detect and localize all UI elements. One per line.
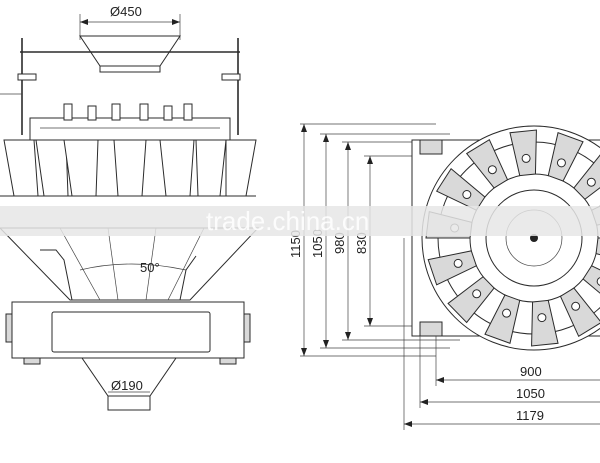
bucket-5: [159, 139, 195, 197]
bucket-4: [113, 139, 147, 197]
arrow-v1-bottom: [301, 348, 307, 356]
feeder-5: [163, 105, 173, 121]
control-panel: [51, 311, 211, 353]
radial-bucket-2: [582, 265, 600, 294]
radial-bucket-5: [484, 294, 521, 344]
bucket-bolt-10: [487, 165, 497, 175]
bucket-bolt-11: [521, 153, 531, 163]
arrow-v3-bottom: [345, 332, 351, 340]
chute-seg-4: [167, 227, 205, 301]
feeder-3: [111, 103, 121, 121]
bucket-bolt-5: [502, 308, 512, 318]
horizontal-dimensions: 900 1050 1179: [403, 238, 600, 430]
radial-bucket-4: [531, 299, 559, 347]
vertical-dimensions: 1150 1050 980 830: [288, 123, 470, 357]
top-diameter-label: Ø450: [110, 4, 142, 19]
bucket-bolt-13: [586, 177, 596, 187]
arrow-h3: [404, 421, 412, 427]
height-3-label: 980: [332, 232, 347, 254]
arrow-v4-top: [367, 156, 373, 164]
arrow-v2-top: [323, 134, 329, 142]
bucket-7: [225, 139, 257, 197]
radial-bucket-13: [573, 154, 600, 200]
bucket-bolt-6: [472, 289, 482, 299]
feeder-6: [183, 103, 193, 121]
bottom-diameter-label: Ø190: [111, 378, 143, 393]
radial-bucket-9: [435, 168, 486, 211]
arrow-v1-top: [301, 124, 307, 132]
width-1-label: 900: [520, 364, 542, 379]
radial-bucket-11: [509, 129, 537, 177]
weigh-buckets: [0, 139, 257, 197]
angle-arc: [79, 263, 187, 271]
arrow-right: [172, 19, 180, 25]
feeder-plate: [29, 117, 231, 141]
bucket-bolt-9: [462, 190, 472, 200]
top-cone-hopper: [79, 35, 181, 67]
radial-bucket-1: [595, 237, 600, 256]
base-side-left: [5, 313, 13, 343]
handle-right: [179, 255, 197, 301]
arrow-v4-bottom: [367, 318, 373, 326]
radial-bucket-3: [559, 287, 600, 338]
height-2-label: 1050: [310, 229, 325, 258]
plan-corner-tl: [419, 139, 443, 155]
feeder-2: [87, 105, 97, 121]
base-side-right: [243, 313, 251, 343]
radial-bucket-6: [447, 276, 495, 324]
watermark-band: [0, 206, 600, 236]
top-plan-view: [411, 125, 600, 351]
height-1-label: 1150: [288, 230, 303, 258]
feeder-units: [29, 103, 231, 141]
bucket-2: [35, 139, 69, 197]
chute-seg-1: [59, 227, 101, 301]
bucket-bolt-4: [537, 313, 547, 323]
height-4-label: 830: [354, 232, 369, 254]
arrow-v3-top: [345, 142, 351, 150]
discharge-outlet: [107, 395, 151, 411]
bucket-bolt-2: [596, 277, 600, 286]
bucket-bolt-7: [453, 258, 463, 268]
bucket-3: [63, 139, 99, 197]
arrow-h2: [420, 399, 428, 405]
feeder-4: [139, 103, 149, 121]
bucket-1: [3, 139, 39, 197]
foot-right: [219, 357, 237, 365]
arrow-v2-bottom: [323, 340, 329, 348]
arrow-h1: [436, 377, 444, 383]
radial-bucket-10: [465, 138, 509, 189]
watermark-text: trade.china.cn: [206, 206, 369, 236]
width-2-label: 1050: [516, 386, 545, 401]
arrow-left: [80, 19, 88, 25]
chute-seg-3: [145, 227, 157, 301]
angle-label: 50°: [140, 260, 160, 275]
side-elevation-view: Ø450: [0, 4, 260, 411]
bucket-bolt-12: [556, 158, 566, 168]
foot-left: [23, 357, 41, 365]
feeder-1: [63, 103, 73, 121]
radial-bucket-12: [547, 132, 584, 182]
frame-bracket-left: [17, 73, 37, 81]
bucket-6: [195, 139, 227, 197]
chute-seg-2: [107, 227, 119, 301]
plan-corner-bl: [419, 321, 443, 337]
radial-bucket-7: [427, 250, 477, 286]
handle-left: [40, 249, 73, 301]
frame-bracket-right: [221, 73, 241, 81]
width-3-label: 1179: [516, 408, 544, 423]
hopper-neck: [99, 65, 161, 73]
bucket-bolt-3: [571, 301, 581, 311]
